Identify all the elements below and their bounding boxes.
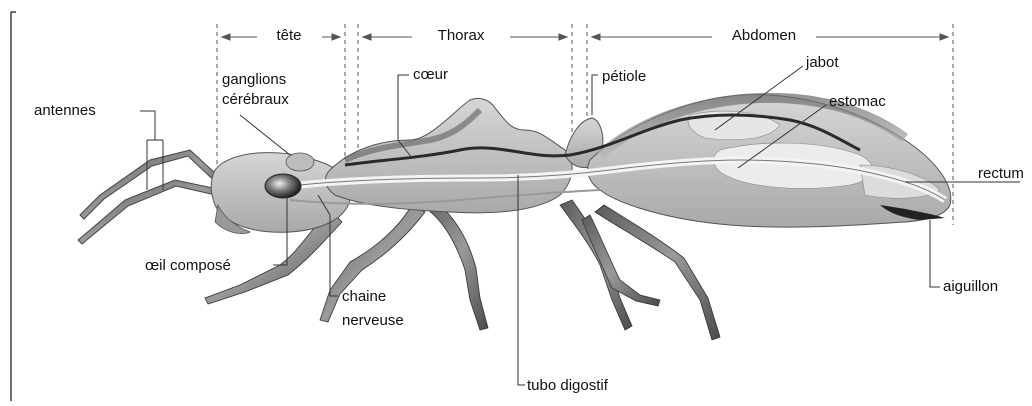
label-rectum: rectum [978, 165, 1024, 182]
antennae-shape [78, 150, 228, 244]
label-nerve-cord-2: nerveuse [342, 312, 404, 329]
label-brain-ganglia-2: cérébraux [222, 91, 289, 108]
section-abdomen-label: Abdomen [732, 27, 796, 44]
label-compound-eye: œil composé [145, 257, 231, 274]
label-sting: aiguillon [943, 278, 998, 295]
section-thorax-label: Thorax [438, 27, 485, 44]
label-petiole: pétiole [602, 68, 646, 85]
section-arrows [222, 34, 948, 40]
label-nerve-cord-1: chaine [342, 288, 386, 305]
label-digestive-tube: tubo digostif [527, 377, 609, 394]
label-stomach: estomac [829, 93, 886, 110]
label-heart: cœur [413, 66, 448, 83]
label-antennae: antennes [34, 102, 96, 119]
section-head-label: tête [276, 27, 301, 44]
ant-illustration [78, 95, 951, 340]
label-crop: jabot [805, 54, 839, 71]
compound-eye [265, 174, 301, 198]
label-brain-ganglia-1: ganglions [222, 71, 286, 88]
